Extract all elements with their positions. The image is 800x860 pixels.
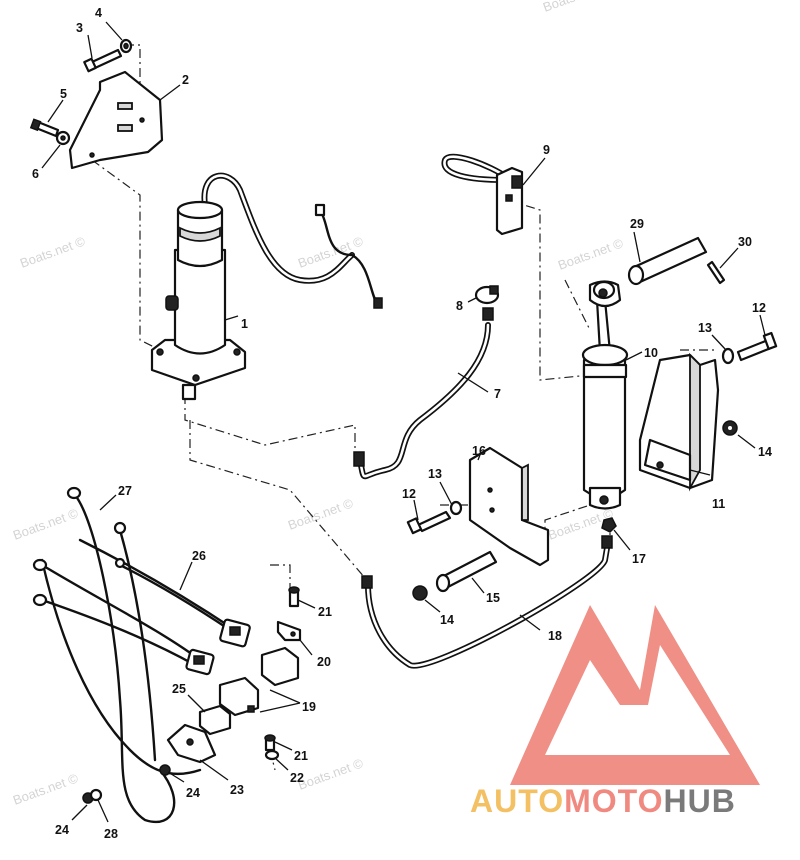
part-3-bolt	[83, 48, 123, 73]
part-26-harness	[32, 538, 251, 776]
callout-labels: 1 2 3 4 5 6 7 8 9 10 11 12 12 13 13 14 1…	[32, 6, 772, 841]
part-18-hose	[361, 535, 613, 669]
callout-9: 9	[543, 143, 550, 157]
callout-11: 11	[712, 497, 725, 511]
callout-19: 19	[302, 700, 316, 714]
part-12-bolt-lower	[406, 510, 452, 535]
callout-30: 30	[738, 235, 752, 249]
callout-12-upper: 12	[752, 301, 766, 315]
brand-wordmark: AUTOMOTOHUB	[470, 783, 736, 819]
callout-13-lower: 13	[428, 467, 442, 481]
callout-6: 6	[32, 167, 39, 181]
callout-23: 23	[230, 783, 244, 797]
brand-auto: AUTO	[470, 783, 564, 819]
callout-2: 2	[182, 73, 189, 87]
part-15-pin	[435, 550, 498, 593]
part-7-hose	[353, 307, 494, 480]
callout-20: 20	[317, 655, 331, 669]
part-2-bracket	[68, 70, 164, 170]
part-27-cable	[66, 486, 176, 823]
callout-13-upper: 13	[698, 321, 712, 335]
callout-26: 26	[192, 549, 206, 563]
callout-21-lower: 21	[294, 749, 308, 763]
part-13-washer-lower	[449, 500, 463, 516]
callout-10: 10	[644, 346, 658, 360]
brand-logo: AUTOMOTOHUB	[470, 605, 760, 819]
part-14-nut-lower	[412, 585, 428, 601]
callout-21-upper: 21	[318, 605, 332, 619]
part-24-nut-upper	[159, 764, 171, 776]
callout-16: 16	[472, 444, 486, 458]
brand-hub: HUB	[663, 783, 735, 819]
part-16-block	[468, 446, 550, 567]
part-21-screw-upper	[288, 586, 300, 608]
callout-17: 17	[632, 552, 646, 566]
part-9-tube-bracket	[441, 153, 524, 236]
callout-25: 25	[172, 682, 186, 696]
callout-22: 22	[290, 771, 304, 785]
part-12-bolt-upper	[736, 331, 778, 362]
part-11-transom-bracket	[638, 352, 720, 492]
brand-logo-mark	[510, 605, 760, 785]
watermark: Boats.net ©	[541, 0, 611, 15]
part-6-washer	[55, 130, 71, 146]
callout-29: 29	[630, 217, 644, 231]
leader-lines	[41, 21, 766, 823]
part-21-screw-lower	[264, 734, 276, 752]
part-30-clip	[706, 260, 726, 285]
callout-4: 4	[95, 6, 102, 20]
watermark: Boats.net ©	[18, 233, 88, 271]
callout-1: 1	[241, 317, 248, 331]
callout-14-lower: 14	[440, 613, 454, 627]
callout-24-lower: 24	[55, 823, 69, 837]
part-14-nut-upper	[722, 420, 738, 436]
part-25-relay	[198, 704, 232, 736]
part-8-fitting	[474, 285, 500, 305]
callout-7: 7	[494, 387, 501, 401]
callout-12-lower: 12	[402, 487, 416, 501]
callout-15: 15	[486, 591, 500, 605]
watermark: Boats.net ©	[11, 770, 81, 808]
part-28-washer	[89, 788, 103, 802]
part-13-washer-upper	[721, 347, 735, 365]
callout-24-upper: 24	[186, 786, 200, 800]
part-29-pin	[627, 236, 708, 286]
watermark: Boats.net ©	[286, 495, 356, 533]
callout-5: 5	[60, 87, 67, 101]
part-10-trim-cylinder	[581, 280, 629, 510]
callout-8: 8	[456, 299, 463, 313]
callout-27: 27	[118, 484, 132, 498]
part-23-bracket	[166, 723, 217, 764]
callout-3: 3	[76, 21, 83, 35]
part-4-washer	[119, 38, 133, 54]
part-22-washer	[264, 749, 280, 761]
watermark: Boats.net ©	[11, 505, 81, 543]
part-5-bolt	[29, 118, 60, 138]
callout-18: 18	[548, 629, 562, 643]
brand-moto: MOTO	[564, 783, 663, 819]
part-1-pump-motor	[150, 172, 383, 401]
part-17-nut	[601, 517, 617, 533]
callout-14-upper: 14	[758, 445, 772, 459]
part-20-relay-bracket	[276, 620, 302, 642]
callout-28: 28	[104, 827, 118, 841]
part-19-relays	[218, 646, 300, 717]
watermark: Boats.net ©	[556, 235, 626, 273]
